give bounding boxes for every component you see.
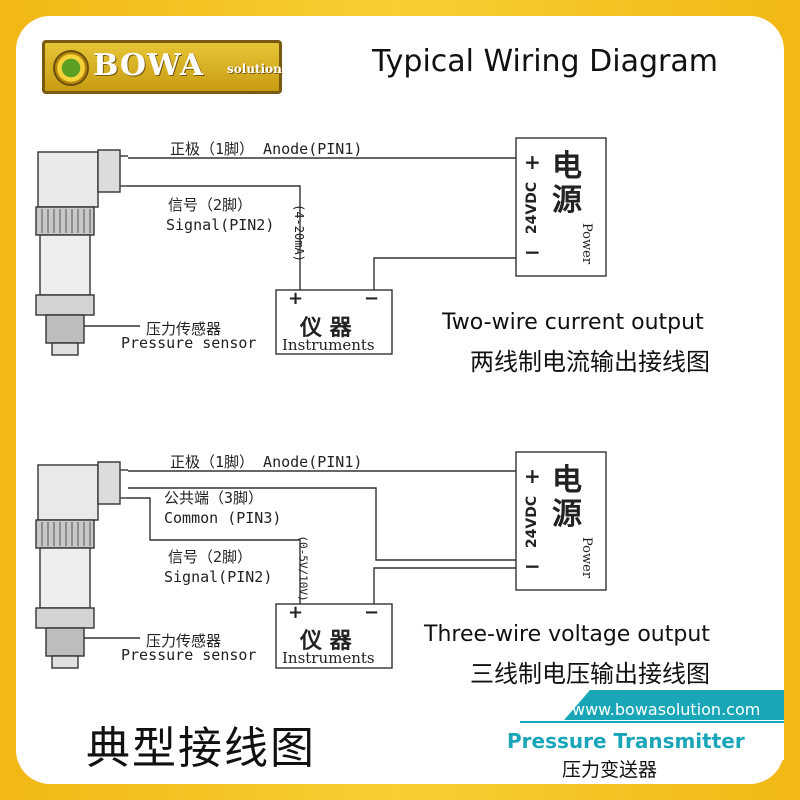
instr-plus-1: + <box>288 288 304 309</box>
power-minus-2: − <box>524 554 541 578</box>
instr-minus-2: − <box>364 602 380 623</box>
signal-en-label-1: Signal(PIN2) <box>166 216 275 234</box>
instr-plus-2: + <box>288 602 304 623</box>
signal-cn-label-1: 信号（2脚） <box>168 196 253 214</box>
instr-en-1: Instruments <box>282 336 375 354</box>
logo-gear-icon <box>53 50 89 86</box>
bowa-logo: BOWA solution <box>42 40 282 94</box>
power-cn-2: 电源 <box>552 463 582 532</box>
signal-cn-label-2: 信号（2脚） <box>168 548 253 566</box>
instr-minus-1: − <box>364 288 380 309</box>
anode-label-1: 正极（1脚） Anode(PIN1) <box>170 140 363 158</box>
instruments-box-2 <box>275 603 393 669</box>
power-voltage-1: 24VDC <box>524 181 541 235</box>
power-en-1: Power <box>579 222 595 265</box>
power-cn-1: 电源 <box>552 149 582 218</box>
caption-cn-2: 三线制电压输出接线图 <box>470 660 710 688</box>
pressure-sensor-illustration-2 <box>35 461 128 669</box>
sensor-cn-label-1: 压力传感器 <box>146 320 222 338</box>
common-cn-label: 公共端（3脚） <box>164 489 264 507</box>
power-box-1 <box>515 137 607 277</box>
product-name-cn: 压力变送器 <box>562 759 658 781</box>
caption-en-2: Three-wire voltage output <box>424 622 710 647</box>
logo-sub-text: solution <box>227 62 282 76</box>
instruments-box-1 <box>275 289 393 355</box>
caption-en-1: Two-wire current output <box>442 310 704 335</box>
power-voltage-2: 24VDC <box>524 495 541 549</box>
sensor-cn-label-2: 压力传感器 <box>146 632 222 650</box>
voltage-range-label: (0-5V/10V) <box>296 535 310 602</box>
logo-main-text: BOWA <box>93 48 205 83</box>
instr-en-2: Instruments <box>282 649 375 667</box>
power-box-2 <box>515 451 607 591</box>
instr-cn-2: 仪 器 <box>300 628 352 654</box>
instr-cn-1: 仪 器 <box>300 315 352 341</box>
caption-cn-1: 两线制电流输出接线图 <box>470 348 710 376</box>
sensor-en-label-1: Pressure sensor <box>121 334 257 352</box>
page-title: Typical Wiring Diagram <box>372 44 718 79</box>
anode-label-2: 正极（1脚） Anode(PIN1) <box>170 453 363 471</box>
power-plus-2: + <box>524 464 541 488</box>
signal-en-label-2: Signal(PIN2) <box>164 568 273 586</box>
power-minus-1: − <box>524 240 541 264</box>
current-range-label: (4-20mA) <box>291 204 306 262</box>
power-plus-1: + <box>524 150 541 174</box>
sensor-en-label-2: Pressure sensor <box>121 646 257 664</box>
pressure-sensor-illustration-1 <box>35 149 128 356</box>
diagram-three-wire <box>35 451 607 669</box>
website-band <box>564 690 784 720</box>
website-link[interactable]: www.bowasolution.com <box>572 700 761 719</box>
common-en-label: Common (PIN3) <box>164 509 282 527</box>
white-panel <box>16 16 784 784</box>
power-en-2: Power <box>579 536 595 579</box>
typical-wiring-cn-heading: 典型接线图 <box>86 723 316 774</box>
product-name-en: Pressure Transmitter <box>507 729 745 753</box>
diagram-two-wire <box>35 137 607 356</box>
